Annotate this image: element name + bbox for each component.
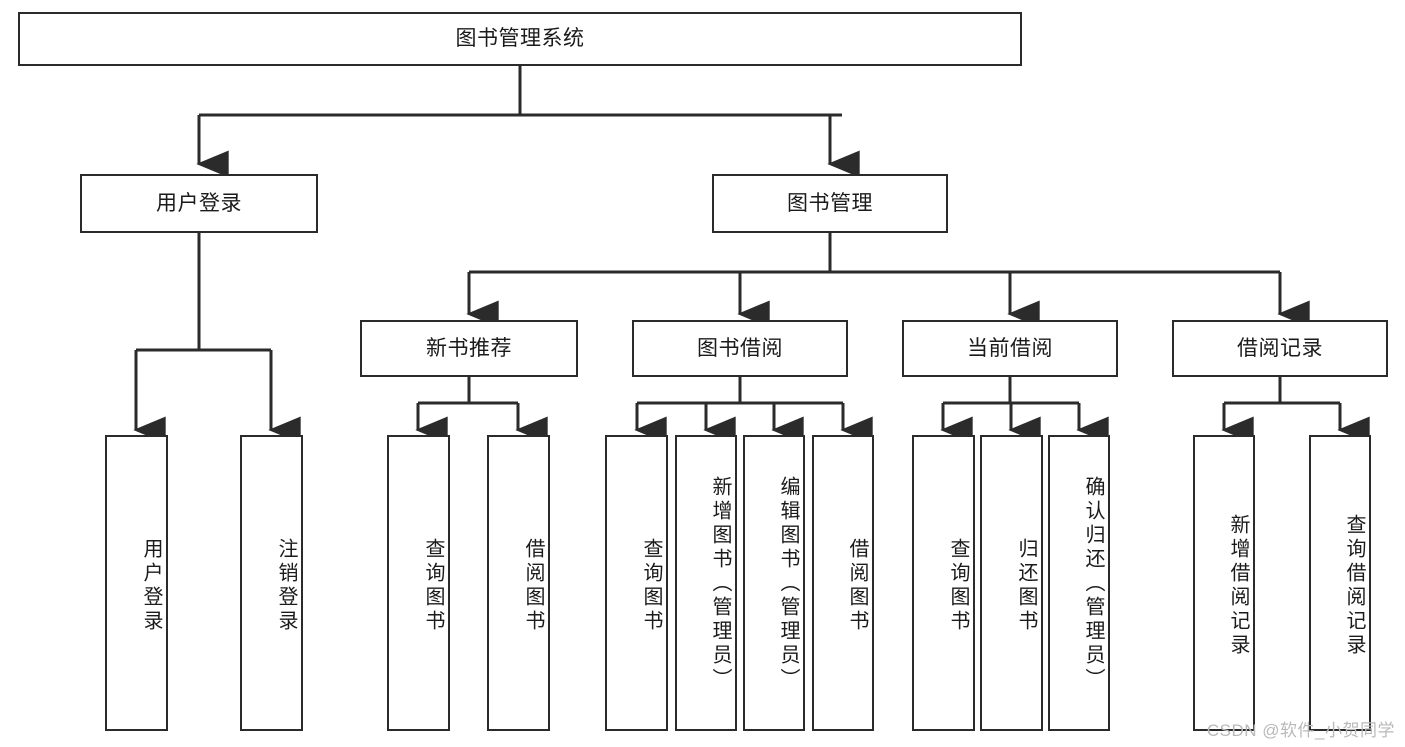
node-book-borrow-label: 图书借阅 xyxy=(697,336,783,360)
node-leaf-user-login[interactable]: 用户登录 xyxy=(105,435,168,731)
node-current-borrow[interactable]: 当前借阅 xyxy=(902,320,1118,377)
node-leaf-edit-book-label: 编辑图书（管理员） xyxy=(777,476,799,692)
node-leaf-query-book-2[interactable]: 查询图书 xyxy=(605,435,668,731)
node-leaf-borrow-book-1-label: 借阅图书 xyxy=(522,538,544,634)
node-book-borrow[interactable]: 图书借阅 xyxy=(632,320,848,377)
node-leaf-query-book-3[interactable]: 查询图书 xyxy=(912,435,975,731)
node-new-book-recommend[interactable]: 新书推荐 xyxy=(360,320,578,377)
node-borrow-record[interactable]: 借阅记录 xyxy=(1172,320,1388,377)
node-leaf-logout[interactable]: 注销登录 xyxy=(240,435,303,731)
node-leaf-borrow-book-2-label: 借阅图书 xyxy=(846,538,868,634)
node-leaf-edit-book[interactable]: 编辑图书（管理员） xyxy=(743,435,805,731)
node-leaf-query-record[interactable]: 查询借阅记录 xyxy=(1309,435,1371,731)
node-leaf-return-book-label: 归还图书 xyxy=(1015,538,1037,634)
node-root-label: 图书管理系统 xyxy=(455,27,585,51)
node-new-book-recommend-label: 新书推荐 xyxy=(426,336,512,360)
node-leaf-confirm-return[interactable]: 确认归还（管理员） xyxy=(1048,435,1110,731)
node-borrow-record-label: 借阅记录 xyxy=(1237,336,1323,360)
node-leaf-add-book-label: 新增图书（管理员） xyxy=(709,476,731,692)
node-leaf-borrow-book-1[interactable]: 借阅图书 xyxy=(487,435,550,731)
node-leaf-add-record-label: 新增借阅记录 xyxy=(1227,514,1249,658)
node-leaf-query-record-label: 查询借阅记录 xyxy=(1343,514,1365,658)
node-leaf-return-book[interactable]: 归还图书 xyxy=(980,435,1043,731)
node-current-borrow-label: 当前借阅 xyxy=(967,336,1053,360)
csdn-watermark: CSDN @软件_小贺同学 xyxy=(1206,721,1395,740)
node-leaf-add-book[interactable]: 新增图书（管理员） xyxy=(675,435,737,731)
node-book-manage-label: 图书管理 xyxy=(787,191,873,215)
node-leaf-confirm-return-label: 确认归还（管理员） xyxy=(1082,476,1104,692)
node-leaf-query-book-2-label: 查询图书 xyxy=(640,538,662,634)
node-leaf-query-book-1[interactable]: 查询图书 xyxy=(387,435,450,731)
node-root[interactable]: 图书管理系统 xyxy=(18,12,1022,66)
node-user-login-label: 用户登录 xyxy=(156,191,242,215)
node-leaf-add-record[interactable]: 新增借阅记录 xyxy=(1193,435,1255,731)
node-book-manage[interactable]: 图书管理 xyxy=(712,174,948,233)
node-leaf-logout-label: 注销登录 xyxy=(275,538,297,634)
node-leaf-query-book-3-label: 查询图书 xyxy=(947,538,969,634)
node-leaf-user-login-label: 用户登录 xyxy=(140,538,162,634)
node-leaf-borrow-book-2[interactable]: 借阅图书 xyxy=(812,435,874,731)
node-leaf-query-book-1-label: 查询图书 xyxy=(422,538,444,634)
node-user-login[interactable]: 用户登录 xyxy=(80,174,318,233)
